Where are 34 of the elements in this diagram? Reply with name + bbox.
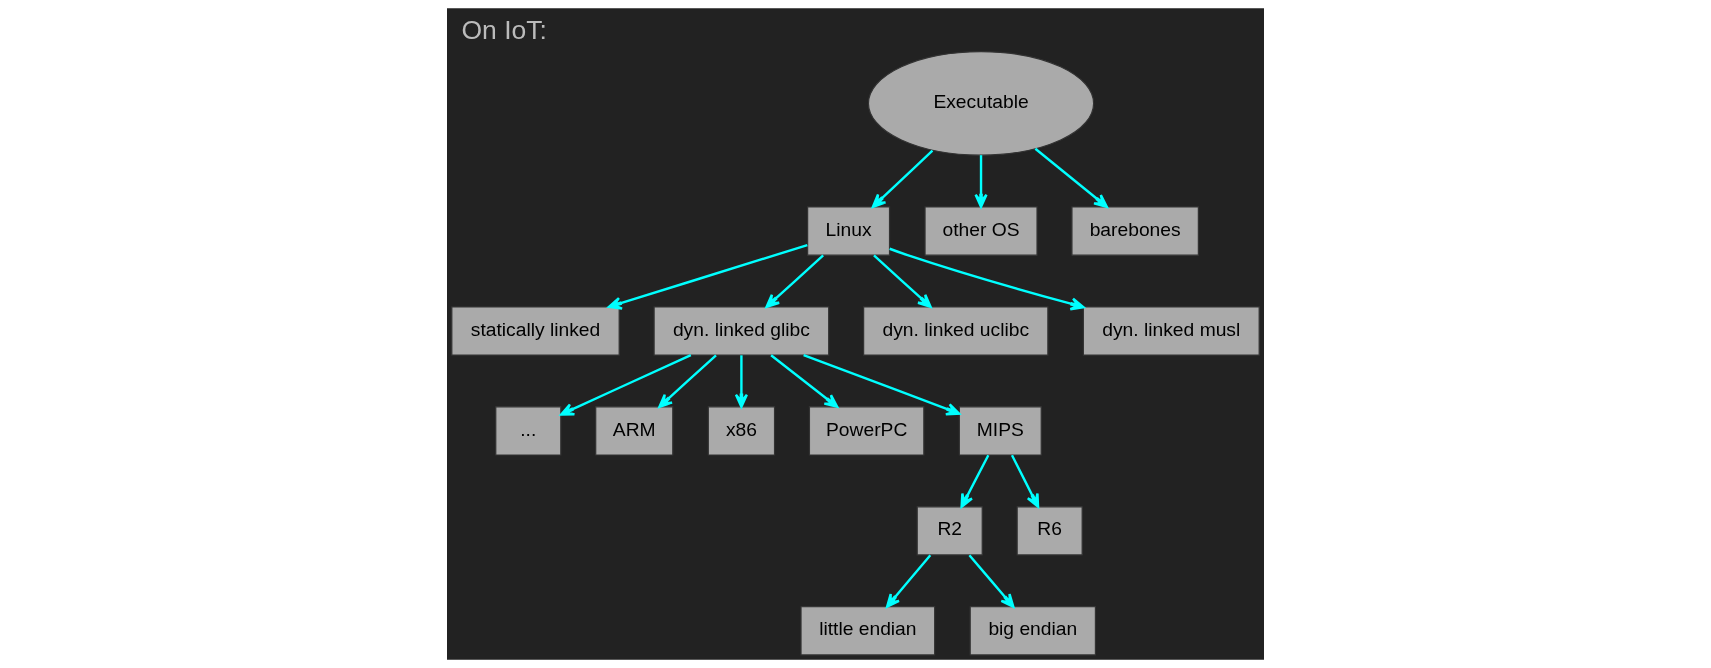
arrow [658, 354, 717, 408]
node-box: MIPS [958, 406, 1042, 456]
node-ellipse: Executable [867, 51, 1095, 156]
arrow [968, 554, 1015, 608]
node-box: ARM [595, 406, 674, 456]
node-box: ... [495, 406, 562, 456]
node-box: barebones [1071, 206, 1199, 256]
arrow [1010, 454, 1040, 508]
node-box: dyn. linked glibc [653, 306, 830, 356]
node-box: Linux [807, 206, 891, 256]
arrow [960, 454, 990, 508]
arrow [765, 254, 824, 309]
arrow [803, 354, 961, 416]
node-box: R2 [916, 506, 983, 556]
diagram-title: On IoT: [461, 15, 547, 46]
arrow [560, 354, 692, 416]
arrow [885, 554, 932, 608]
arrow [871, 149, 934, 208]
arrow [974, 155, 988, 209]
node-box: big endian [969, 606, 1096, 656]
node-box: x86 [707, 406, 776, 456]
node-box: statically linked [451, 306, 620, 356]
node-box: dyn. linked uclibc [863, 306, 1049, 356]
arrow [889, 247, 1085, 311]
arrow [873, 254, 932, 309]
node-box: R6 [1016, 506, 1083, 556]
node-box: dyn. linked musl [1082, 306, 1260, 356]
node-box: PowerPC [808, 406, 925, 456]
node-box: other OS [924, 206, 1038, 256]
arrow [1034, 147, 1108, 208]
arrow [734, 355, 749, 408]
node-box: little endian [800, 606, 936, 656]
arrow [607, 243, 808, 310]
arrow [770, 354, 839, 408]
